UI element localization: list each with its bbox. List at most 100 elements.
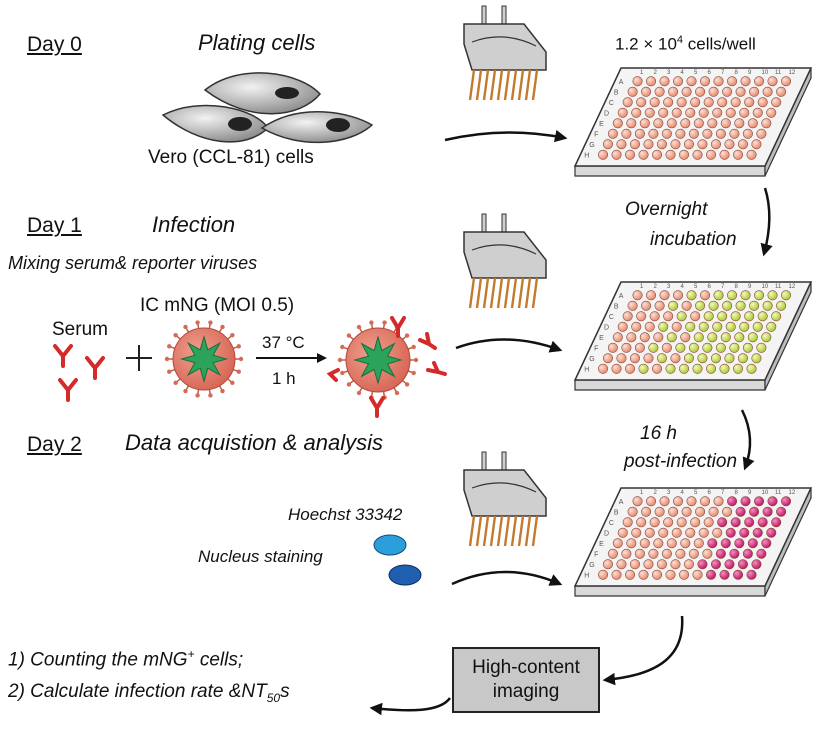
- plate-well: [708, 300, 719, 311]
- plate-col-label: 10: [762, 70, 769, 76]
- plate-well: [730, 97, 741, 108]
- plate-well: [676, 517, 687, 528]
- plate-row-label: E: [599, 335, 604, 342]
- plate-well: [663, 517, 674, 528]
- flow-arrows: [369, 129, 773, 716]
- plate-col-label: 5: [694, 490, 698, 496]
- plate-well: [629, 139, 640, 150]
- plate-well: [673, 290, 684, 301]
- plate-well: [638, 363, 649, 374]
- plate-col-label: 7: [721, 490, 725, 496]
- plate-well: [719, 569, 730, 580]
- plate-well: [762, 86, 773, 97]
- plate-well: [744, 97, 755, 108]
- plate-well: [698, 321, 709, 332]
- plate-well: [690, 97, 701, 108]
- plate-col-label: 6: [708, 70, 712, 76]
- plate-row-label: G: [589, 142, 594, 149]
- plate-well: [641, 86, 652, 97]
- plate-well: [616, 353, 627, 364]
- plate-well: [717, 311, 728, 322]
- plate-well: [727, 76, 738, 87]
- time-label: 1 h: [272, 369, 296, 388]
- plate-well: [653, 538, 664, 549]
- plate-well: [671, 527, 682, 538]
- stain-label: Nucleus staining: [198, 547, 323, 566]
- plate-well: [648, 548, 659, 559]
- plate-well: [666, 118, 677, 129]
- plate-col-label: 10: [762, 490, 769, 496]
- plate-well: [776, 300, 787, 311]
- plate-well: [648, 128, 659, 139]
- plate-well: [680, 538, 691, 549]
- plate-col-label: 1: [640, 70, 644, 76]
- plate-well: [742, 548, 753, 559]
- plate-well: [634, 128, 645, 139]
- plate-well: [666, 332, 677, 343]
- plate-well: [648, 342, 659, 353]
- plate-well: [688, 342, 699, 353]
- plate-well: [710, 139, 721, 150]
- plate-well: [747, 332, 758, 343]
- plate-well: [707, 332, 718, 343]
- plate-well: [668, 506, 679, 517]
- plate-well: [688, 548, 699, 559]
- plate-well: [661, 548, 672, 559]
- plate-well: [654, 86, 665, 97]
- plate-well: [626, 118, 637, 129]
- plate-well: [671, 321, 682, 332]
- plate-well: [644, 107, 655, 118]
- plate-well: [737, 139, 748, 150]
- plate-well: [695, 506, 706, 517]
- plate-well: [636, 311, 647, 322]
- cell-density-label: 1.2 × 104 cells/well: [615, 34, 756, 54]
- plate-well: [715, 342, 726, 353]
- plate-well: [665, 569, 676, 580]
- plate-well: [692, 363, 703, 374]
- plate-well: [659, 496, 670, 507]
- plate-well: [702, 342, 713, 353]
- plate-well: [735, 300, 746, 311]
- plate-well: [675, 548, 686, 559]
- high-content-imaging-box: High-content imaging: [452, 647, 600, 713]
- plate-well: [638, 149, 649, 160]
- plate-well: [742, 342, 753, 353]
- plate-well: [707, 118, 718, 129]
- plate-well: [722, 86, 733, 97]
- plate-well: [653, 332, 664, 343]
- plate-well: [676, 311, 687, 322]
- plate-col-label: 11: [775, 70, 782, 76]
- nucleus-stain-icon: [388, 564, 422, 586]
- plate-col-label: 3: [667, 284, 671, 290]
- plate-row-label: B: [614, 303, 619, 310]
- plate-well: [668, 86, 679, 97]
- imaging-line1: High-content: [472, 657, 580, 679]
- plate-well: [761, 118, 772, 129]
- plate-well: [724, 559, 735, 570]
- plate-well: [631, 527, 642, 538]
- plate-well: [693, 332, 704, 343]
- plate-col-label: 5: [694, 284, 698, 290]
- plate-well: [607, 128, 618, 139]
- day1-title: Infection: [152, 212, 236, 237]
- plate-col-label: 3: [667, 490, 671, 496]
- plate-well: [666, 538, 677, 549]
- plate-well: [626, 538, 637, 549]
- plate-well: [646, 76, 657, 87]
- plate-well: [631, 321, 642, 332]
- plate-well: [676, 97, 687, 108]
- plate-well: [725, 321, 736, 332]
- plate-well: [607, 342, 618, 353]
- plate-well: [639, 332, 650, 343]
- plate-row-label: A: [619, 79, 624, 86]
- plate-well: [751, 559, 762, 570]
- plate-row-label: B: [614, 509, 619, 516]
- plate-well: [632, 76, 643, 87]
- plate-row-label: A: [619, 499, 624, 506]
- plate-well: [752, 527, 763, 538]
- plate-well: [685, 321, 696, 332]
- plate-well: [611, 149, 622, 160]
- plate-well: [671, 107, 682, 118]
- plate-well: [673, 496, 684, 507]
- plate-well: [754, 496, 765, 507]
